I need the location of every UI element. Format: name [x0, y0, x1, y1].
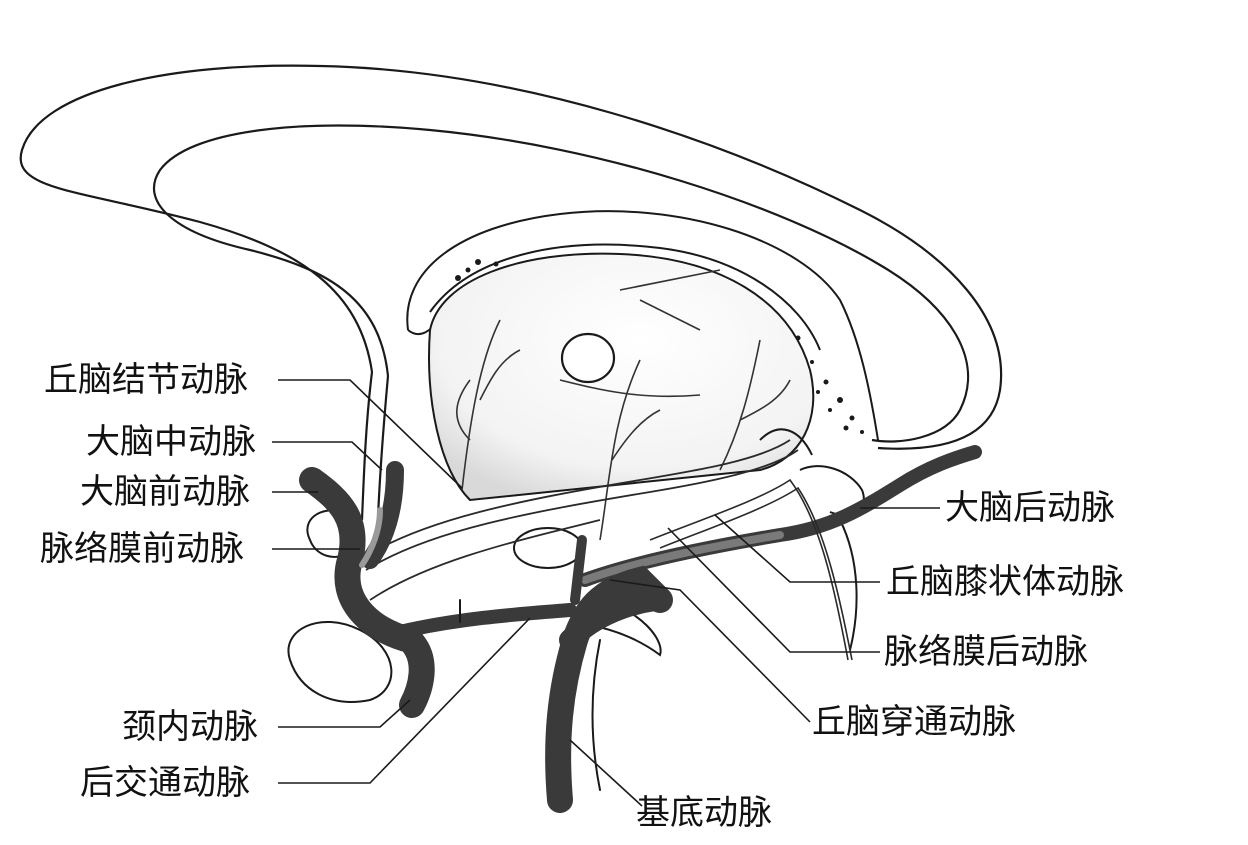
leader-thalamoperforating — [609, 579, 811, 723]
corpus-callosum-outline — [19, 64, 1003, 521]
leader-internal-carotid — [278, 699, 411, 728]
leader-posterior-choroidal — [667, 527, 880, 653]
posterior-cerebral-artery-vessel — [578, 445, 982, 587]
leader-thalamogeniculate — [714, 514, 880, 583]
label-middle-cerebral-artery: 大脑中动脉 — [86, 422, 256, 462]
posterior-choroidal-path — [649, 478, 853, 661]
leader-posterior-communicating — [278, 617, 531, 784]
label-thalamoperforating-artery: 丘脑穿通动脉 — [812, 702, 1016, 742]
label-posterior-cerebral-artery: 大脑后动脉 — [945, 488, 1115, 528]
label-anterior-cerebral-artery: 大脑前动脉 — [80, 472, 250, 512]
label-posterior-communicating-artery: 后交通动脉 — [80, 763, 250, 803]
anterior-choroidal-path — [359, 439, 799, 601]
label-posterior-choroidal-artery: 脉络膜后动脉 — [884, 632, 1088, 672]
basilar-artery-vessel — [545, 535, 673, 813]
interthalamic-adhesion — [560, 332, 616, 384]
posterior-communicating-artery-vessel — [393, 599, 577, 639]
leader-thalamotuberal — [278, 379, 463, 489]
label-anterior-choroidal-artery: 脉络膜前动脉 — [40, 529, 244, 569]
thalamic-perforating-branches — [456, 269, 791, 541]
leader-middle-cerebral — [272, 441, 383, 471]
internal-carotid-artery-vessel — [299, 461, 435, 718]
leader-lines — [272, 379, 940, 807]
label-thalamogeniculate-artery: 丘脑膝状体动脉 — [886, 562, 1124, 602]
label-basilar-artery: 基底动脉 — [636, 793, 772, 833]
label-thalamotuberal-artery: 丘脑结节动脉 — [44, 360, 248, 400]
label-internal-carotid-artery: 颈内动脉 — [122, 707, 258, 747]
leader-basilar — [569, 739, 643, 807]
thalamus — [428, 252, 815, 502]
